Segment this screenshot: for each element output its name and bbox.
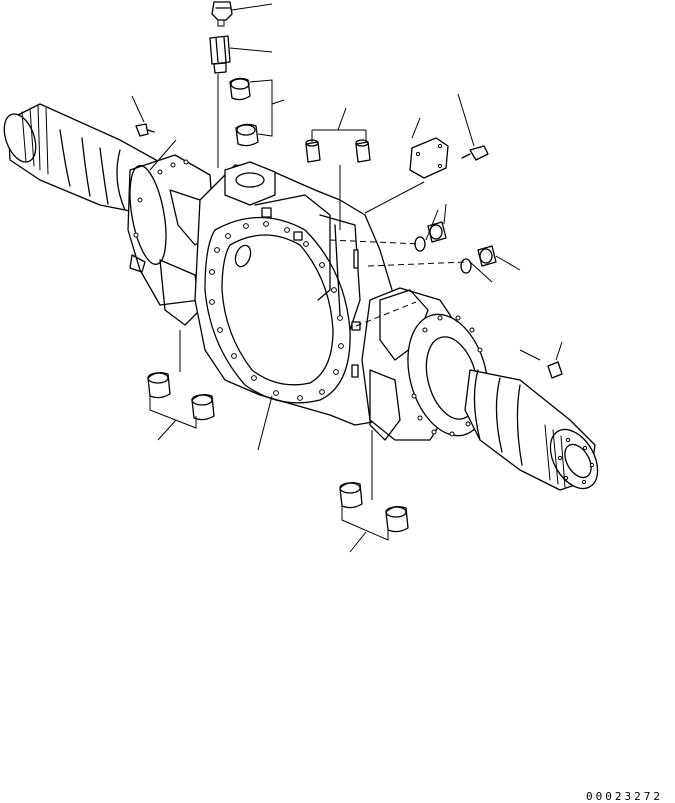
bushing-pair-lower-right (339, 482, 409, 533)
left-axle-shaft (3, 103, 166, 216)
bushing-top (229, 77, 259, 147)
o-ring-lower (460, 258, 472, 274)
drawing-number: 00023272 (586, 790, 663, 803)
housing-bolt-holes (209, 221, 344, 401)
cover-plate (409, 137, 449, 179)
leader-lines (131, 3, 563, 553)
plug-lower (477, 245, 497, 267)
axle-housing (194, 161, 401, 426)
grease-fitting (211, 1, 233, 27)
adapter-fitting (209, 35, 231, 74)
bushing-pair-lower-left (147, 372, 215, 421)
alignment-lines (329, 239, 467, 327)
plug-upper (427, 221, 447, 243)
bolt-top-right (461, 145, 489, 161)
screw-right (547, 361, 563, 379)
right-axle-shaft (464, 369, 599, 491)
bushing-pair-centre (305, 139, 371, 163)
bolt-top-left (135, 123, 155, 137)
